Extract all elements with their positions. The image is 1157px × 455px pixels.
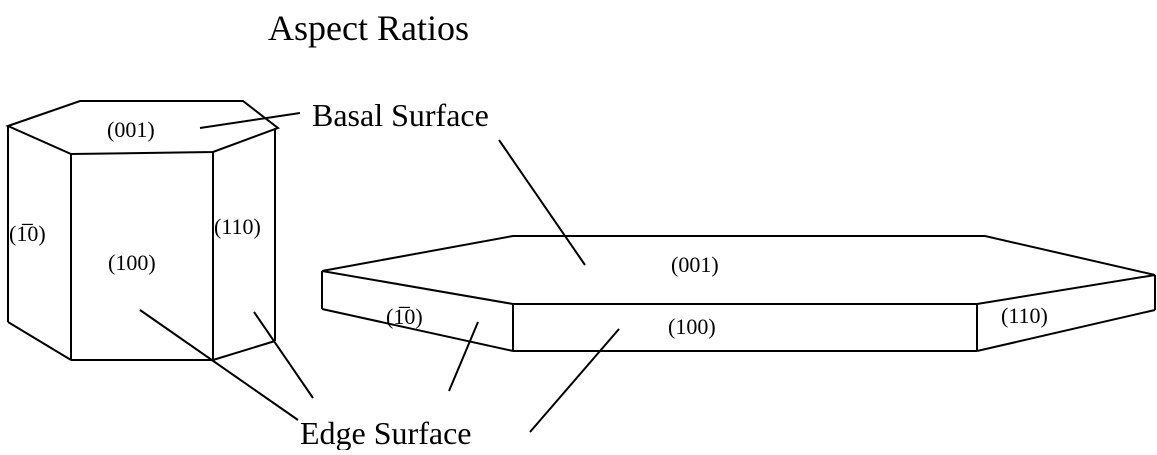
prism-edge-bottom-right xyxy=(212,340,276,361)
prism-left-face-label: (1̅0) xyxy=(9,221,46,246)
platelet-front-face-label: (100) xyxy=(668,314,716,339)
basal-leader-prism xyxy=(199,112,301,129)
platelet-top-face xyxy=(321,235,1156,305)
edge-surface-label: Edge Surface xyxy=(300,415,471,450)
basal-surface-label: Basal Surface xyxy=(312,97,489,133)
diagram-title: Aspect Ratios xyxy=(268,8,469,48)
prism-edge-bottom-left xyxy=(7,321,72,361)
edge-leader-prism-front xyxy=(139,309,299,421)
edge-leader-platelet-front xyxy=(529,328,620,433)
platelet-edge-bottom-right xyxy=(976,309,1156,352)
prism-front-face-label: (100) xyxy=(108,250,156,275)
prism-top-face-label: (001) xyxy=(107,117,155,142)
platelet-edge-bottom-left xyxy=(321,308,514,352)
edge-leader-platelet-left xyxy=(448,321,479,392)
prism-right-face-label: (110) xyxy=(214,214,261,239)
edge-leader-prism-right xyxy=(253,311,314,399)
platelet-left-face-label: (1̅0) xyxy=(386,304,423,329)
platelet-top-face-label: (001) xyxy=(671,252,719,277)
hexagonal-platelet: (001) (100) (1̅0) (110) xyxy=(321,235,1156,352)
basal-leader-platelet xyxy=(498,139,586,266)
platelet-right-face-label: (110) xyxy=(1001,303,1048,328)
hexagonal-prism: (001) (100) (1̅0) (110) xyxy=(5,100,281,361)
